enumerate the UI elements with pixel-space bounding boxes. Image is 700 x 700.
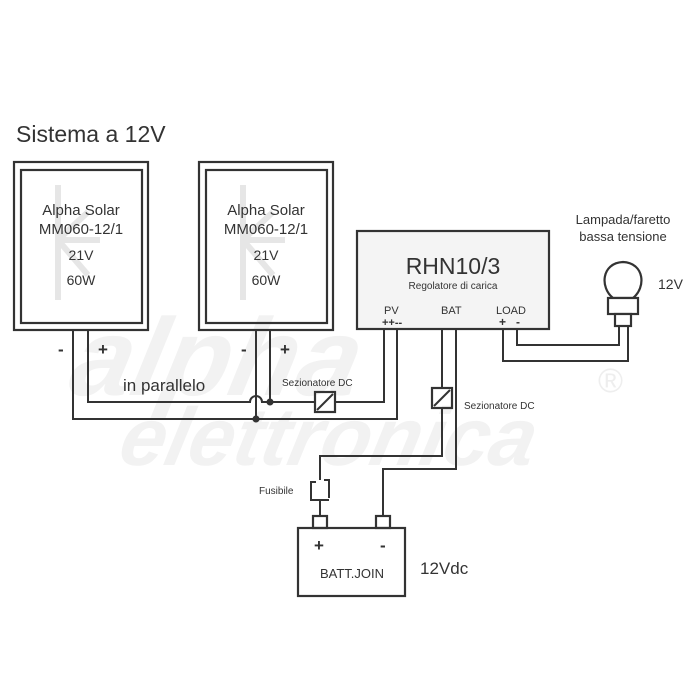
sun-logo-icon <box>55 185 100 300</box>
panel-frame <box>197 160 335 332</box>
regulator-box <box>355 229 551 331</box>
bat-terminal-label: BAT <box>441 305 462 317</box>
panel-pos-label: + <box>98 340 108 359</box>
panel-power: 60W <box>67 272 97 288</box>
panel-neg-label: - <box>241 340 247 359</box>
bat-disconnector-label: Sezionatore DC <box>464 401 535 412</box>
junction-dot <box>266 398 274 406</box>
watermark-text-1: alpha <box>61 295 375 419</box>
battery-pos-terminal <box>311 514 329 530</box>
watermark-text-2: elettronica <box>112 391 546 483</box>
lamp-voltage: 12V <box>658 276 684 292</box>
pv-disconnector: Sezionatore DC <box>282 378 353 414</box>
battery-body <box>296 526 407 598</box>
panel-inner-frame <box>19 168 144 325</box>
pv-disconnector-label: Sezionatore DC <box>282 378 353 389</box>
sun-logo-icon <box>240 185 285 300</box>
panel-neg-label: - <box>58 340 64 359</box>
junction-dot <box>252 415 260 423</box>
panel-power: 60W <box>252 272 282 288</box>
battery-name: BATT.JOIN <box>320 566 384 581</box>
battery-neg-label: - <box>380 536 386 555</box>
fuse: Fusibile <box>259 479 330 501</box>
battery-pos-label: + <box>314 536 324 555</box>
battery-neg-terminal <box>374 514 392 530</box>
load-terminal-label: LOAD <box>496 305 526 317</box>
panel-inner-frame <box>204 168 329 325</box>
solar-panel-1: Alpha Solar MM060-12/1 21V 60W - + <box>12 160 150 359</box>
lamp-label-line2: bassa tensione <box>579 229 666 244</box>
solar-panel-2: Alpha Solar MM060-12/1 21V 60W - + <box>197 160 335 359</box>
registered-mark: ® <box>598 362 623 400</box>
bat-disconnector: Sezionatore DC <box>430 386 535 412</box>
page-title: Sistema a 12V <box>16 121 166 147</box>
charge-regulator: RHN10/3 Regolatore di carica PV ++-- BAT… <box>355 229 551 331</box>
battery-voltage: 12Vdc <box>420 559 469 578</box>
pv-terminal-label: PV <box>384 305 399 317</box>
panel-wiring <box>72 330 398 423</box>
parallel-label: in parallelo <box>123 376 205 395</box>
load-neg-label: - <box>516 315 520 329</box>
battery-wiring <box>319 330 457 516</box>
panel-pos-label: + <box>280 340 290 359</box>
load-pos-label: + <box>499 315 506 329</box>
regulator-description: Regolatore di carica <box>409 281 498 292</box>
load-wiring <box>502 326 629 362</box>
panel-frame <box>12 160 150 332</box>
pv-polarity-label: ++-- <box>382 317 403 329</box>
panel-model: MM060-12/1 <box>39 221 123 238</box>
fuse-label: Fusibile <box>259 486 294 497</box>
watermark: alpha elettronica ® <box>61 295 623 483</box>
regulator-model: RHN10/3 <box>406 253 501 279</box>
panel-brand: Alpha Solar <box>42 202 120 219</box>
panel-voltage: 21V <box>254 247 280 263</box>
panel-voltage: 21V <box>69 247 95 263</box>
battery: + - BATT.JOIN 12Vdc <box>296 514 469 598</box>
lamp-label-line1: Lampada/faretto <box>576 212 671 227</box>
lightbulb-icon <box>603 260 643 328</box>
lamp: Lampada/faretto bassa tensione 12V <box>576 212 684 328</box>
panel-model: MM060-12/1 <box>224 221 308 238</box>
panel-brand: Alpha Solar <box>227 202 305 219</box>
